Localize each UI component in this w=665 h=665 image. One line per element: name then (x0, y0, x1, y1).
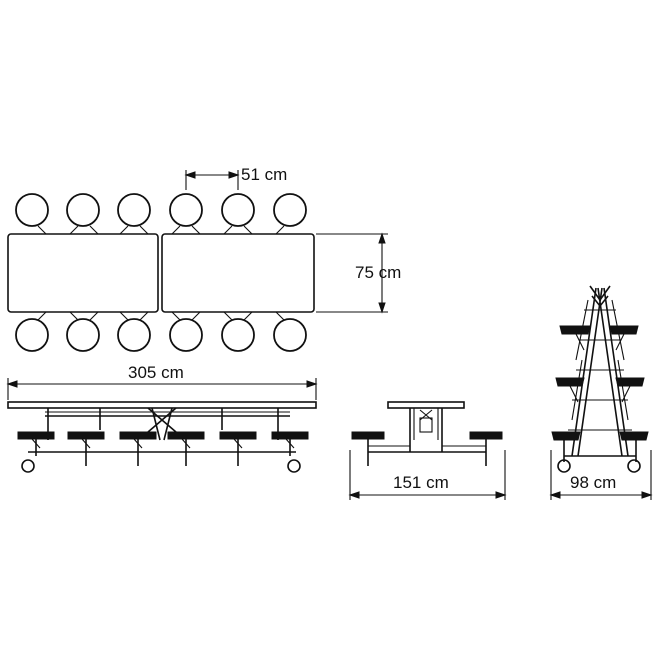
label-unit-width: 151 cm (393, 473, 449, 492)
dimension-unit-width: 151 cm (348, 450, 507, 500)
table-top-right (161, 233, 315, 313)
folded-seat-6 (619, 431, 649, 441)
seat-bottom-6 (273, 318, 307, 352)
seat-bottom-5 (221, 318, 255, 352)
side-seat-6 (271, 431, 309, 440)
seat-bottom-4 (169, 318, 203, 352)
side-seat-3 (119, 431, 157, 440)
folded-seat-4 (615, 377, 645, 387)
side-wheel-right (287, 459, 301, 473)
seat-bottom-2 (66, 318, 100, 352)
side-seat-4 (167, 431, 205, 440)
seat-top-6 (273, 193, 307, 227)
seat-bottom-3 (117, 318, 151, 352)
seat-top-1 (15, 193, 49, 227)
side-table-top (7, 401, 317, 409)
seat-top-4 (169, 193, 203, 227)
seat-top-5 (221, 193, 255, 227)
side-seat-5 (219, 431, 257, 440)
top-view: 51 cm 75 cm (7, 165, 401, 352)
label-seat-spacing: 51 cm (241, 165, 287, 184)
dimension-folded-width: 98 cm (549, 450, 653, 500)
seat-top-2 (66, 193, 100, 227)
side-wheel-left (21, 459, 35, 473)
end-seat-right (469, 431, 503, 440)
folded-seat-1 (559, 325, 591, 335)
side-seat-1 (17, 431, 55, 440)
folded-wheel-right (627, 459, 641, 473)
side-view: 305 cm (6, 363, 318, 473)
folded-wheel-left (557, 459, 571, 473)
dimension-seat-spacing: 51 cm (184, 165, 287, 190)
label-total-length: 305 cm (128, 363, 184, 382)
side-seat-2 (67, 431, 105, 440)
label-folded-width: 98 cm (570, 473, 616, 492)
folded-seat-5 (551, 431, 581, 441)
label-table-depth: 75 cm (355, 263, 401, 282)
seat-top-3 (117, 193, 151, 227)
folded-view: 98 cm (549, 285, 653, 500)
dimension-total-length: 305 cm (6, 363, 318, 400)
dimension-table-depth: 75 cm (316, 232, 401, 314)
table-top-left (7, 233, 159, 313)
seat-bottom-1 (15, 318, 49, 352)
folded-seat-2 (609, 325, 639, 335)
end-view: 151 cm (348, 401, 507, 500)
end-seat-left (351, 431, 385, 440)
folded-seat-3 (555, 377, 585, 387)
end-table-top (387, 401, 465, 409)
